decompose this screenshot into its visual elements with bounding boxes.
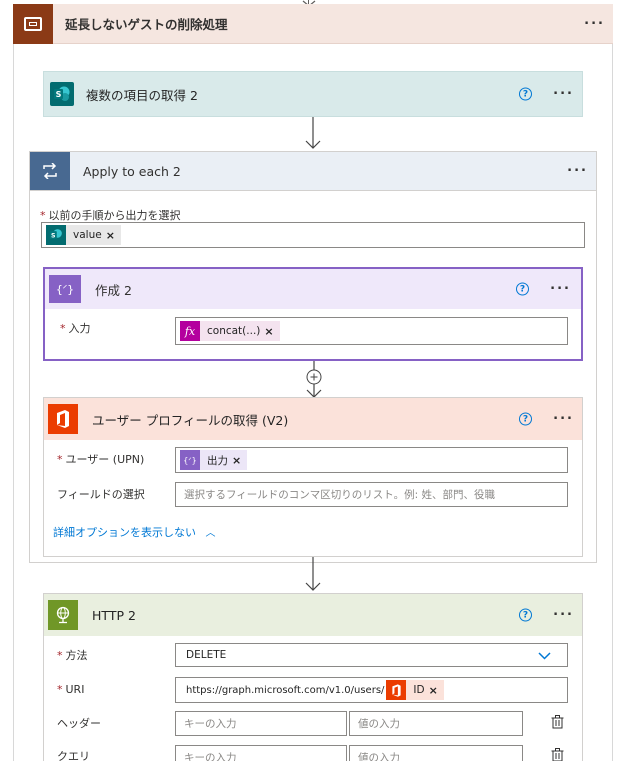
trash-icon[interactable] <box>551 715 564 729</box>
header-value-input[interactable]: 値の入力 <box>349 711 523 736</box>
advanced-options-link[interactable]: 詳細オプションを表示しない ︿ <box>53 526 216 539</box>
apply-more-button[interactable]: ··· <box>567 163 588 179</box>
http-help-icon[interactable]: ? <box>519 608 532 622</box>
profile-title: ユーザー プロフィールの取得 (V2) <box>92 412 289 428</box>
get-items-more-button[interactable]: ··· <box>553 86 574 102</box>
scope-title: 延長しないゲストの削除処理 <box>65 17 228 32</box>
flow-arrow-icon <box>305 117 321 149</box>
chevron-up-icon: ︿ <box>205 528 216 539</box>
insert-step-icon[interactable] <box>304 361 324 399</box>
fields-label: フィールドの選択 <box>57 488 145 501</box>
method-label: *方法 <box>57 649 88 662</box>
compose-more-button[interactable]: ··· <box>550 281 571 297</box>
apply-select-field[interactable]: S value× <box>41 222 585 248</box>
chevron-down-icon[interactable] <box>538 652 551 660</box>
loop-icon <box>30 152 70 190</box>
office-token-icon <box>386 680 407 700</box>
remove-token-icon[interactable]: × <box>105 228 115 242</box>
scope-more-button[interactable]: ··· <box>584 16 605 31</box>
uri-label: *URI <box>57 683 85 696</box>
http-title: HTTP 2 <box>92 607 136 623</box>
apply-title: Apply to each 2 <box>83 163 181 179</box>
http-more-button[interactable]: ··· <box>553 607 574 623</box>
user-label: *ユーザー (UPN) <box>57 453 145 466</box>
sharepoint-icon: S <box>50 82 74 106</box>
sharepoint-token-icon: S <box>46 225 66 245</box>
fields-input[interactable]: 選択するフィールドのコンマ区切りのリスト。例: 姓、部門、役職 <box>175 482 568 507</box>
profile-more-button[interactable]: ··· <box>553 411 574 427</box>
output-token[interactable]: {ᐟ} 出力× <box>180 450 248 470</box>
scope-icon <box>13 3 53 44</box>
compose-card[interactable]: {ᐟ} 作成 2 ? ··· <box>43 267 583 361</box>
query-label: クエリ <box>57 750 90 761</box>
trash-icon[interactable] <box>551 748 564 761</box>
uri-value: https://graph.microsoft.com/v1.0/users/ <box>186 684 385 696</box>
compose-help-icon[interactable]: ? <box>516 282 529 296</box>
method-value: DELETE <box>186 649 227 661</box>
profile-help-icon[interactable]: ? <box>519 412 532 426</box>
remove-token-icon[interactable]: × <box>264 324 274 338</box>
uri-field[interactable]: https://graph.microsoft.com/v1.0/users/ … <box>175 677 568 703</box>
fields-placeholder: 選択するフィールドのコンマ区切りのリスト。例: 姓、部門、役職 <box>184 489 495 501</box>
header-key-input[interactable]: キーの入力 <box>175 711 347 736</box>
query-key-input[interactable]: キーの入力 <box>175 745 347 761</box>
id-token[interactable]: ID× <box>386 680 444 700</box>
compose-icon: {ᐟ} <box>49 275 81 303</box>
profile-card[interactable]: ユーザー プロフィールの取得 (V2) ? ··· <box>43 397 583 557</box>
function-icon: fx <box>180 321 200 341</box>
value-token[interactable]: S value× <box>46 225 121 245</box>
get-items-card[interactable]: S 複数の項目の取得 2 ? ··· <box>43 71 583 117</box>
svg-text:S: S <box>51 232 56 239</box>
apply-select-label: *以前の手順から出力を選択 <box>40 209 181 222</box>
query-value-input[interactable]: 値の入力 <box>349 745 523 761</box>
remove-token-icon[interactable]: × <box>428 683 438 697</box>
compose-input-field[interactable]: fx concat(...)× <box>175 317 568 345</box>
scope-header[interactable]: 延長しないゲストの削除処理 ··· <box>13 3 613 44</box>
connector-top <box>308 0 309 6</box>
method-select[interactable]: DELETE <box>175 643 568 667</box>
svg-text:S: S <box>56 90 62 99</box>
remove-token-icon[interactable]: × <box>232 453 242 467</box>
globe-icon <box>48 600 78 630</box>
apply-to-each-header[interactable]: Apply to each 2 ··· <box>29 151 597 191</box>
headers-label: ヘッダー <box>57 717 101 730</box>
get-items-title: 複数の項目の取得 2 <box>86 87 198 103</box>
office-icon <box>48 404 78 434</box>
compose-input-label: *入力 <box>60 322 91 335</box>
flow-arrow-icon <box>305 557 321 591</box>
compose-token-icon: {ᐟ} <box>180 450 200 470</box>
compose-title: 作成 2 <box>95 282 132 298</box>
user-field[interactable]: {ᐟ} 出力× <box>175 447 568 473</box>
concat-token[interactable]: fx concat(...)× <box>180 321 280 341</box>
get-items-help-icon[interactable]: ? <box>519 87 532 101</box>
